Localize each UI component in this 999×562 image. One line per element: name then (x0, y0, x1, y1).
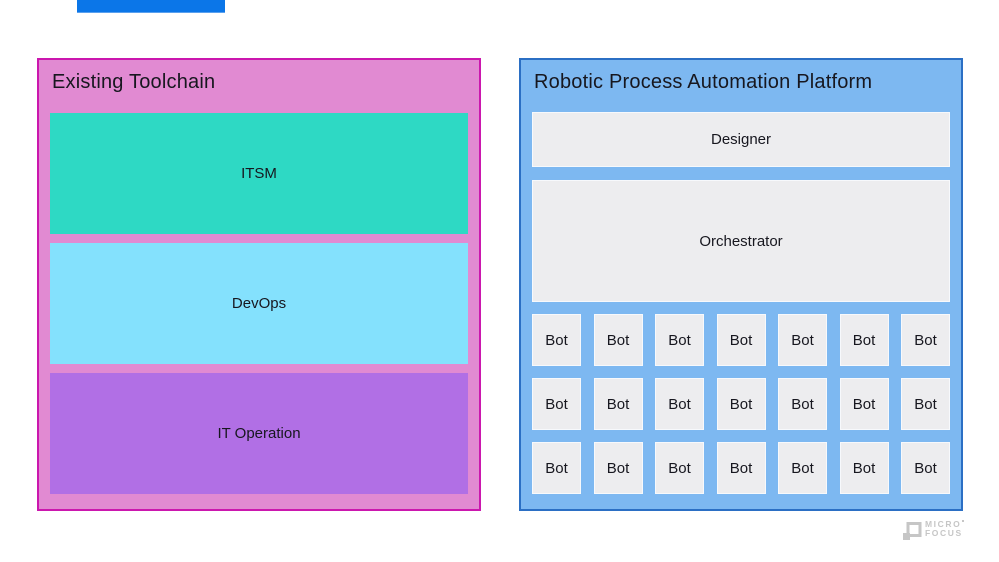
rpa-platform-title: Robotic Process Automation Platform (534, 71, 873, 93)
micro-focus-logo-icon (903, 522, 922, 540)
bot-box: Bot (593, 314, 643, 366)
bot-box: Bot (716, 314, 766, 366)
bot-box: Bot (716, 378, 766, 430)
bot-box: Bot (655, 442, 704, 494)
logo-line-2: FOCUS (925, 528, 963, 538)
bot-box: Bot (839, 378, 889, 430)
bot-box: Bot (532, 442, 581, 494)
bot-box: Bot (778, 314, 827, 366)
micro-focus-logo: MICRO FOCUS (903, 520, 965, 541)
bot-box: Bot (901, 442, 950, 494)
bot-box: Bot (593, 378, 643, 430)
rpa-platform-panel: Robotic Process Automation Platform Desi… (519, 58, 963, 511)
bot-box: Bot (532, 378, 581, 430)
bot-box: Bot (901, 314, 950, 366)
existing-toolchain-title: Existing Toolchain (52, 71, 216, 93)
bot-row: Bot Bot Bot Bot Bot Bot Bot (532, 378, 950, 430)
it-operation-box: IT Operation (50, 373, 468, 494)
bot-box: Bot (655, 314, 704, 366)
trademark-dot (962, 520, 965, 522)
bot-box: Bot (716, 442, 766, 494)
designer-box: Designer (532, 112, 950, 167)
bot-row: Bot Bot Bot Bot Bot Bot Bot (532, 314, 950, 366)
bot-box: Bot (778, 442, 827, 494)
itsm-box: ITSM (50, 113, 468, 234)
devops-box: DevOps (50, 243, 468, 364)
bot-box: Bot (839, 314, 889, 366)
top-accent-bar (77, 0, 225, 13)
bot-box: Bot (778, 378, 827, 430)
bot-row: Bot Bot Bot Bot Bot Bot Bot (532, 442, 950, 494)
bot-box: Bot (839, 442, 889, 494)
existing-toolchain-panel: Existing Toolchain ITSM DevOps IT Operat… (37, 58, 481, 511)
micro-focus-logo-text: MICRO FOCUS (925, 520, 965, 538)
bot-box: Bot (593, 442, 643, 494)
bot-box: Bot (901, 378, 950, 430)
logo-line-1: MICRO (925, 520, 965, 529)
orchestrator-box: Orchestrator (532, 180, 950, 302)
bot-box: Bot (655, 378, 704, 430)
bot-box: Bot (532, 314, 581, 366)
